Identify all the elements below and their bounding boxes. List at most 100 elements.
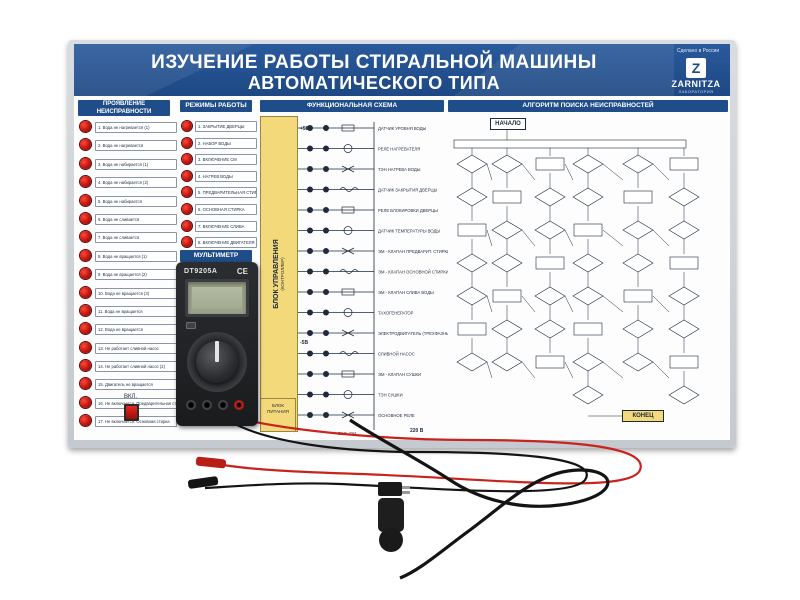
component-symbol (341, 165, 355, 173)
fault-indicator-lamp[interactable] (80, 139, 91, 151)
test-socket[interactable] (323, 145, 329, 152)
mode-indicator-lamp[interactable] (182, 220, 192, 231)
mode-label: 7. ВКЛЮЧЕНИЕ СЛИВА (195, 220, 257, 232)
fault-indicator-lamp[interactable] (80, 121, 91, 132)
test-socket[interactable] (323, 371, 329, 377)
process-node (573, 322, 603, 336)
schema-component-label: ТАХОГЕНЕРАТОР (378, 311, 414, 316)
schema-component-label: ТЭН НАГРЕВА ВОДЫ (378, 167, 421, 172)
test-socket[interactable] (323, 166, 329, 172)
test-socket[interactable] (323, 186, 329, 193)
fault-indicator-lamp[interactable] (80, 212, 91, 224)
fault-indicator-lamp[interactable] (80, 231, 91, 243)
fault-indicator-lamp[interactable] (80, 194, 91, 206)
decision-node (456, 154, 488, 174)
mode-item: 6. ОСНОВНАЯ СТИРКА (180, 201, 257, 218)
fault-indicator-lamp[interactable] (80, 157, 91, 169)
fault-label: 1. Вода не нагревается (1) (95, 122, 177, 133)
jack-socket[interactable] (202, 400, 212, 410)
test-socket[interactable] (323, 268, 329, 275)
decision-node (668, 286, 700, 306)
test-socket[interactable] (323, 289, 329, 295)
fault-item: 13. Не работает сливной насос (78, 339, 177, 357)
test-socket[interactable] (307, 330, 313, 336)
fault-indicator-lamp[interactable] (80, 360, 91, 372)
fault-indicator-lamp[interactable] (80, 286, 91, 298)
ce-mark: CE (236, 267, 248, 276)
decision-node (534, 220, 566, 240)
test-socket[interactable] (307, 309, 313, 316)
mode-indicator-lamp[interactable] (182, 170, 192, 181)
test-socket[interactable] (307, 248, 313, 254)
schema-component-label: ЭМ - КЛАПАН СЛИВА ВОДЫ (378, 290, 434, 295)
test-socket[interactable] (307, 391, 313, 398)
fault-indicator-lamp[interactable] (80, 176, 91, 188)
component-symbol (341, 247, 355, 255)
v-minus-label: -5В (300, 340, 308, 346)
decision-node (668, 187, 700, 207)
multimeter-power-button[interactable] (186, 322, 196, 329)
test-socket[interactable] (307, 227, 313, 234)
fault-indicator-lamp[interactable] (80, 396, 91, 408)
mode-indicator-lamp[interactable] (182, 121, 192, 131)
mode-item: 1. ЗАКРЫТИЕ ДВЕРЦЫ (180, 118, 257, 135)
test-socket[interactable] (323, 309, 329, 316)
test-socket[interactable] (307, 125, 313, 131)
mode-item: 3. ВКЛЮЧЕНИЕ СМ (180, 151, 257, 168)
test-socket[interactable] (323, 330, 329, 336)
test-socket[interactable] (307, 207, 313, 213)
power-switch-label: ВКЛ. (124, 394, 138, 400)
decision-node (572, 286, 604, 306)
test-socket[interactable] (307, 350, 313, 357)
com-jack-socket[interactable] (218, 400, 228, 410)
test-socket[interactable] (323, 350, 329, 357)
fault-item: 5. Вода не набирается (78, 192, 177, 210)
fault-item: 8. Вода не вращается (1) (78, 247, 177, 265)
test-socket[interactable] (323, 207, 329, 213)
fault-indicator-lamp[interactable] (80, 304, 91, 316)
control-block-label: БЛОК УПРАВЛЕНИЯ (КОНТРОЛЛЕР) (273, 239, 285, 309)
schema-component-label: ДАТЧИК УРОВНЯ ВОДЫ (378, 126, 427, 131)
component-symbol (343, 144, 353, 153)
schema-component-label: ОСНОВНОЕ РЕЛЕ (378, 413, 415, 418)
test-socket[interactable] (323, 412, 329, 418)
test-socket[interactable] (307, 268, 313, 275)
mode-indicator-lamp[interactable] (182, 237, 192, 248)
process-node (535, 256, 565, 270)
test-socket[interactable] (307, 371, 313, 377)
process-node (535, 355, 565, 369)
test-socket[interactable] (323, 125, 329, 131)
test-socket[interactable] (307, 412, 313, 418)
fault-indicator-lamp[interactable] (80, 323, 91, 335)
v-ohm-jack-socket[interactable] (234, 400, 244, 410)
jack-socket[interactable] (186, 400, 196, 410)
flow-line (652, 163, 670, 181)
fault-indicator-lamp[interactable] (80, 341, 91, 353)
schema-component-label: ДАТЧИК ТЕМПЕРАТУРЫ ВОДЫ (378, 229, 440, 234)
component-symbol (343, 390, 353, 399)
mode-indicator-lamp[interactable] (182, 154, 192, 165)
mode-indicator-lamp[interactable] (182, 187, 192, 198)
test-socket[interactable] (307, 145, 313, 152)
decision-node (456, 352, 488, 372)
test-socket[interactable] (323, 227, 329, 234)
fault-indicator-lamp[interactable] (80, 268, 91, 280)
mode-indicator-lamp[interactable] (182, 137, 192, 148)
mode-indicator-lamp[interactable] (182, 203, 192, 214)
fault-indicator-lamp[interactable] (80, 415, 91, 427)
power-switch[interactable] (124, 404, 139, 421)
schema-component-label: ЭМ - КЛАПАН СУШКИ (378, 372, 421, 377)
test-socket[interactable] (307, 186, 313, 193)
fault-indicator-lamp[interactable] (80, 249, 91, 261)
fault-item: 10. Вода не вращается (3) (78, 284, 177, 302)
test-socket[interactable] (323, 391, 329, 398)
test-socket[interactable] (323, 248, 329, 254)
decision-node (572, 187, 604, 207)
test-socket[interactable] (307, 289, 313, 295)
fault-label: 5. Вода не набирается (95, 195, 177, 207)
fault-list: 1. Вода не нагревается (1)2. Вода не наг… (78, 118, 177, 431)
flow-line (486, 229, 493, 247)
fault-indicator-lamp[interactable] (80, 378, 91, 390)
test-socket[interactable] (307, 166, 313, 172)
decision-node (491, 154, 523, 174)
